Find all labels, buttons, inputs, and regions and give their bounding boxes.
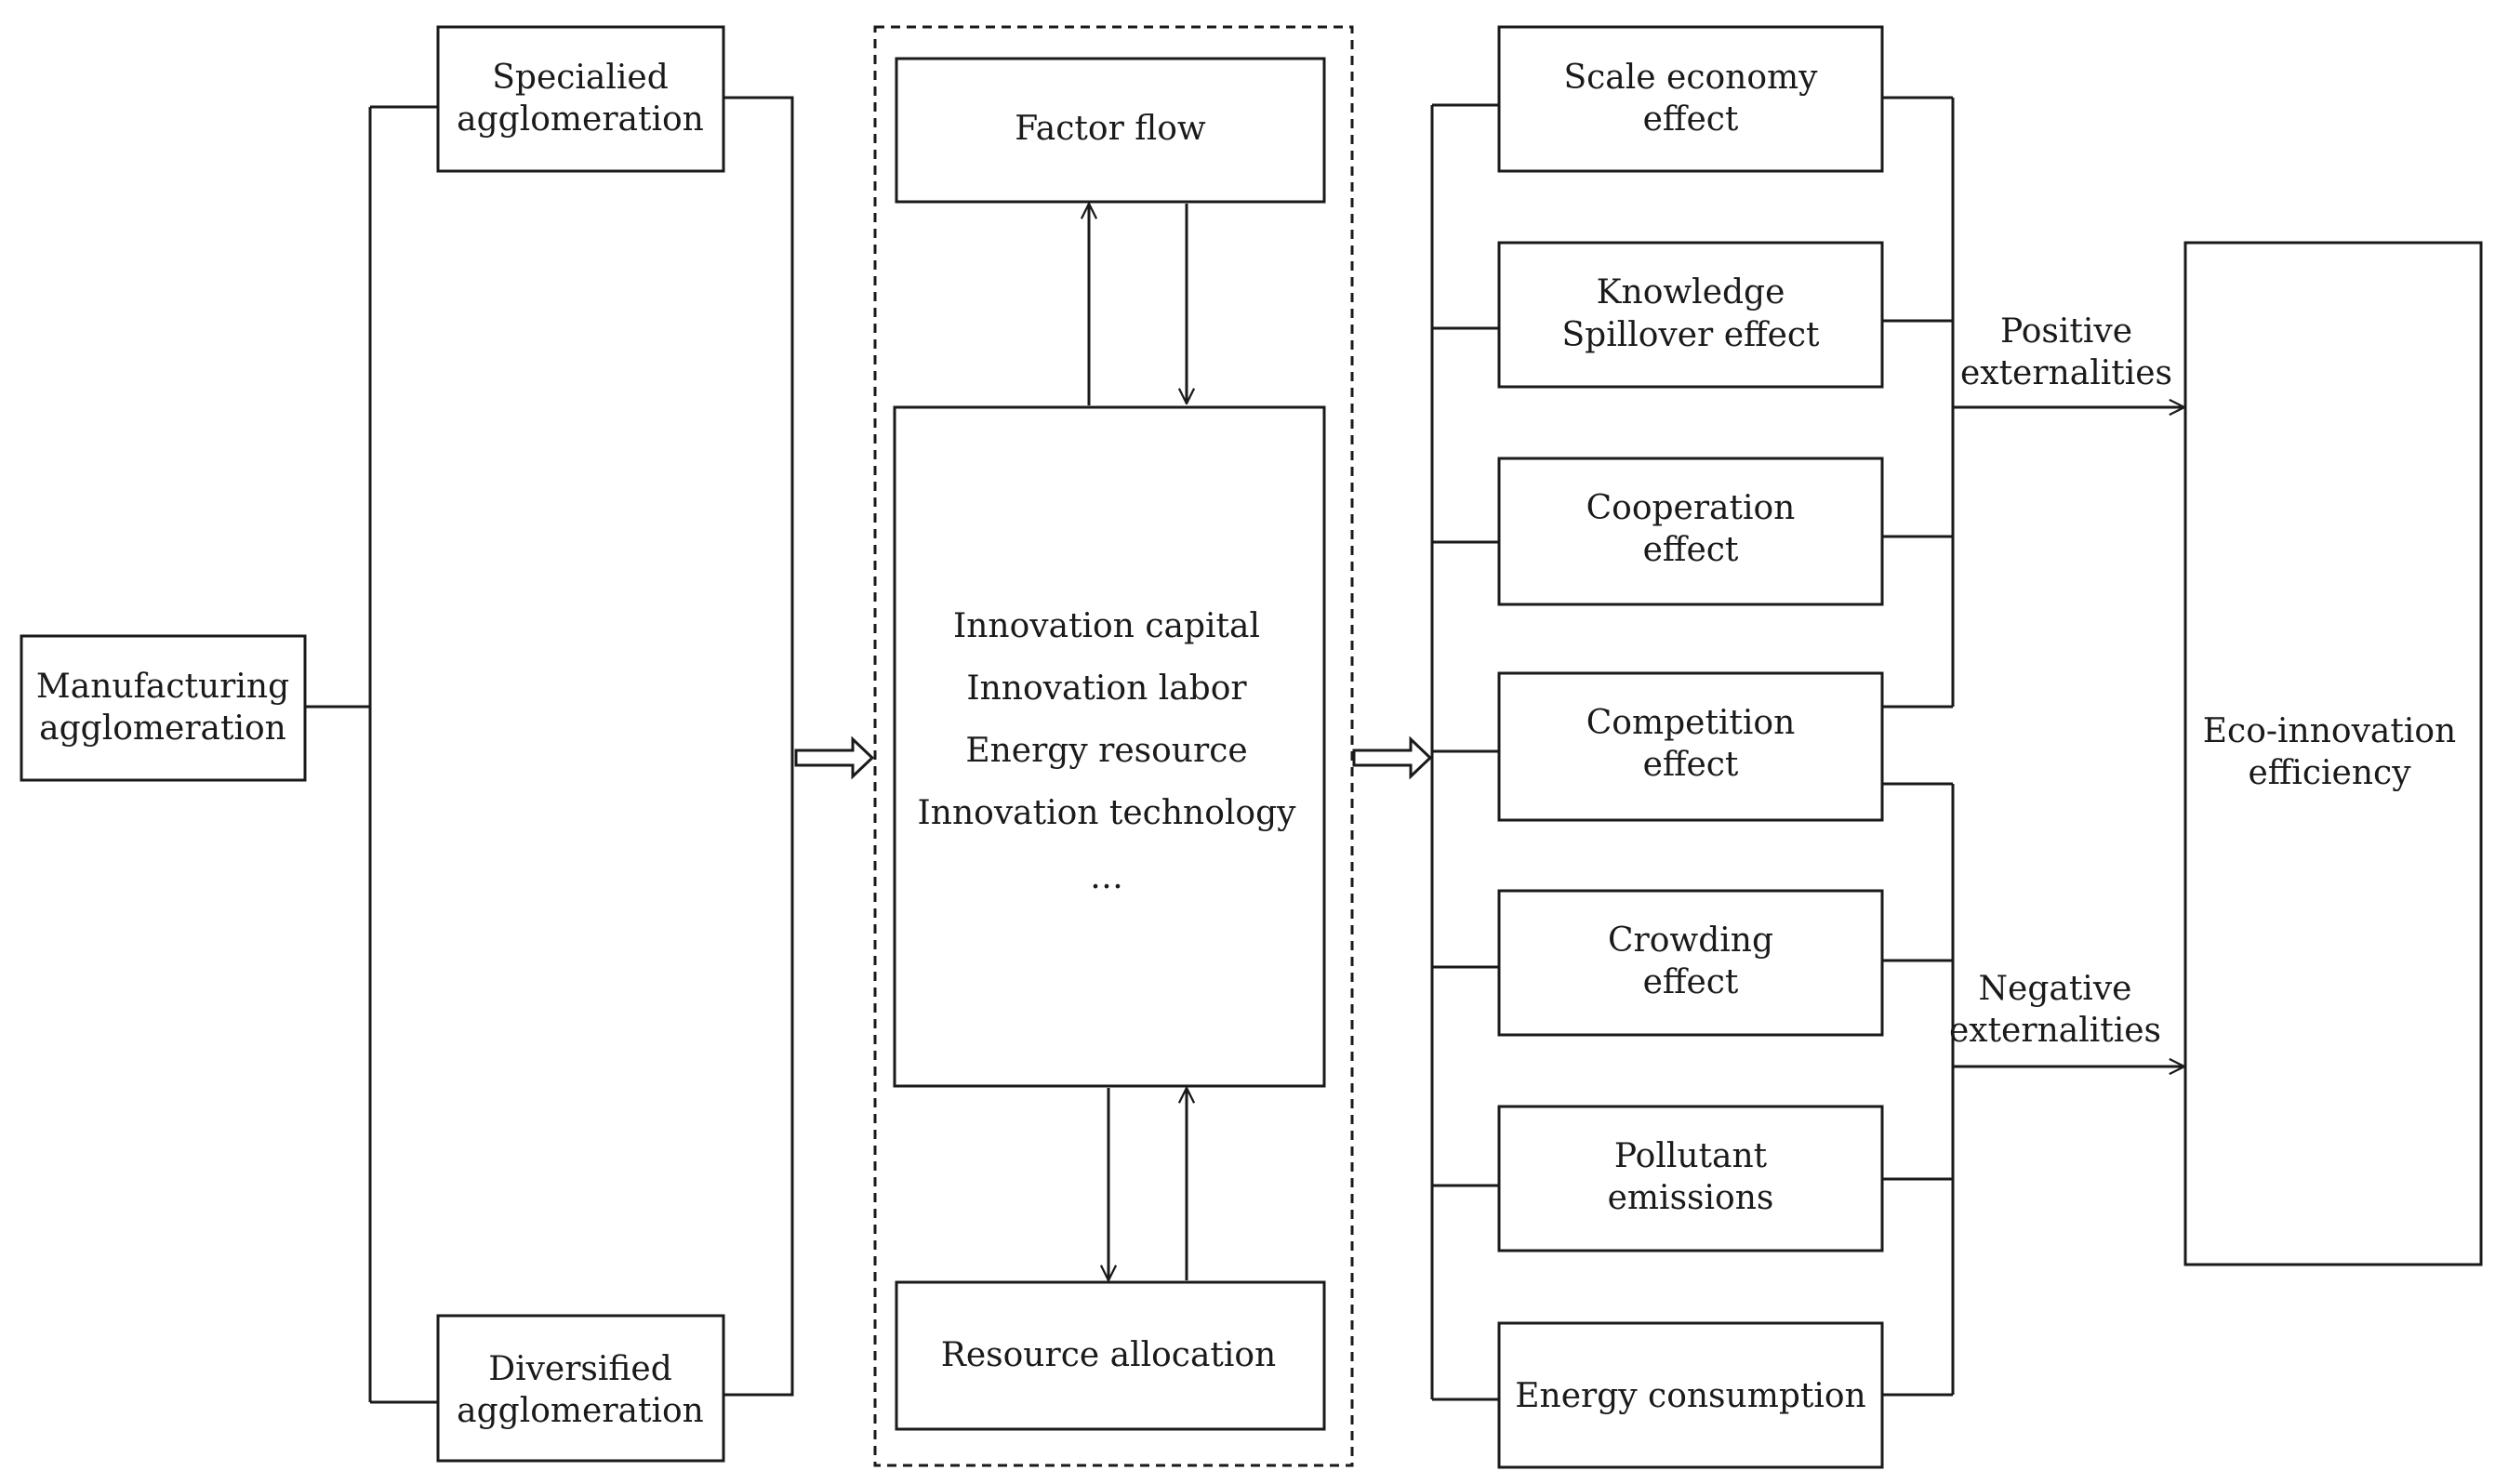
effects-bracket [1430, 103, 1499, 1401]
elements-node: Innovation capital Innovation labor Ener… [893, 405, 1326, 1088]
effect-knowledge-spillover: Knowledge Spillover effect [1497, 241, 1884, 389]
merge-bracket [723, 96, 794, 1397]
effect-pollutant-emissions-label-1: Pollutant [1614, 1137, 1768, 1175]
negative-bracket [1882, 782, 1955, 1397]
left-bracket [305, 105, 438, 1404]
effect-pollutant-emissions-label-2: emissions [1608, 1179, 1774, 1217]
manufacturing-label-2: agglomeration [39, 709, 286, 748]
negative-label-1: Negative [1979, 970, 2132, 1008]
effect-crowding-label-2: effect [1643, 963, 1739, 1001]
positive-label-1: Positive [2000, 312, 2132, 351]
element-ellipsis: … [1090, 858, 1123, 896]
effect-knowledge-spillover-label-2: Spillover effect [1561, 316, 1820, 354]
effect-crowding: Crowding effect [1497, 889, 1884, 1037]
resource-allocation-label: Resource allocation [941, 1336, 1277, 1374]
diversified-node: Diversified agglomeration [436, 1314, 725, 1463]
specialized-label-1: Specialied [492, 59, 669, 97]
effect-competition: Competition effect [1497, 671, 1884, 822]
specialized-label-2: agglomeration [457, 100, 704, 139]
effect-scale-economy-label-1: Scale economy [1563, 59, 1818, 97]
effect-scale-economy: Scale economy effect [1497, 25, 1884, 173]
element-labor: Innovation labor [966, 669, 1247, 708]
mechanism-frame [873, 25, 1354, 1467]
flow-arrow-2 [1352, 735, 1433, 780]
effect-knowledge-spillover-label-1: Knowledge [1597, 273, 1785, 311]
element-capital: Innovation capital [953, 607, 1260, 645]
eco-innovation-node: Eco-innovation efficiency [2183, 241, 2483, 1266]
manufacturing-node: Manufacturing agglomeration [20, 634, 307, 782]
positive-label-2: externalities [1960, 354, 2172, 392]
eco-innovation-label-2: efficiency [2248, 754, 2411, 792]
resource-allocation-node: Resource allocation [895, 1280, 1326, 1431]
element-technology: Innovation technology [918, 794, 1297, 832]
negative-label-2: externalities [1949, 1012, 2161, 1050]
effect-cooperation-label-2: effect [1643, 531, 1739, 569]
flow-arrow-1 [794, 735, 875, 780]
diversified-label-2: agglomeration [457, 1392, 704, 1430]
effect-pollutant-emissions: Pollutant emissions [1497, 1105, 1884, 1252]
manufacturing-label-1: Manufacturing [36, 668, 289, 706]
specialized-node: Specialied agglomeration [436, 25, 725, 173]
effect-cooperation-label-1: Cooperation [1586, 489, 1796, 527]
effect-competition-label-2: effect [1643, 746, 1739, 784]
effect-energy-consumption-label: Energy consumption [1515, 1377, 1866, 1415]
element-energy: Energy resource [965, 732, 1247, 770]
effect-scale-economy-label-2: effect [1643, 100, 1739, 139]
diversified-label-1: Diversified [488, 1350, 672, 1388]
factor-flow-node: Factor flow [895, 57, 1326, 204]
factor-flow-label: Factor flow [1015, 110, 1206, 148]
effect-energy-consumption: Energy consumption [1497, 1321, 1884, 1469]
effect-crowding-label-1: Crowding [1608, 921, 1773, 960]
effect-competition-label-1: Competition [1586, 704, 1796, 742]
effect-cooperation: Cooperation effect [1497, 457, 1884, 606]
eco-innovation-label-1: Eco-innovation [2203, 712, 2456, 750]
positive-bracket [1882, 96, 1955, 709]
